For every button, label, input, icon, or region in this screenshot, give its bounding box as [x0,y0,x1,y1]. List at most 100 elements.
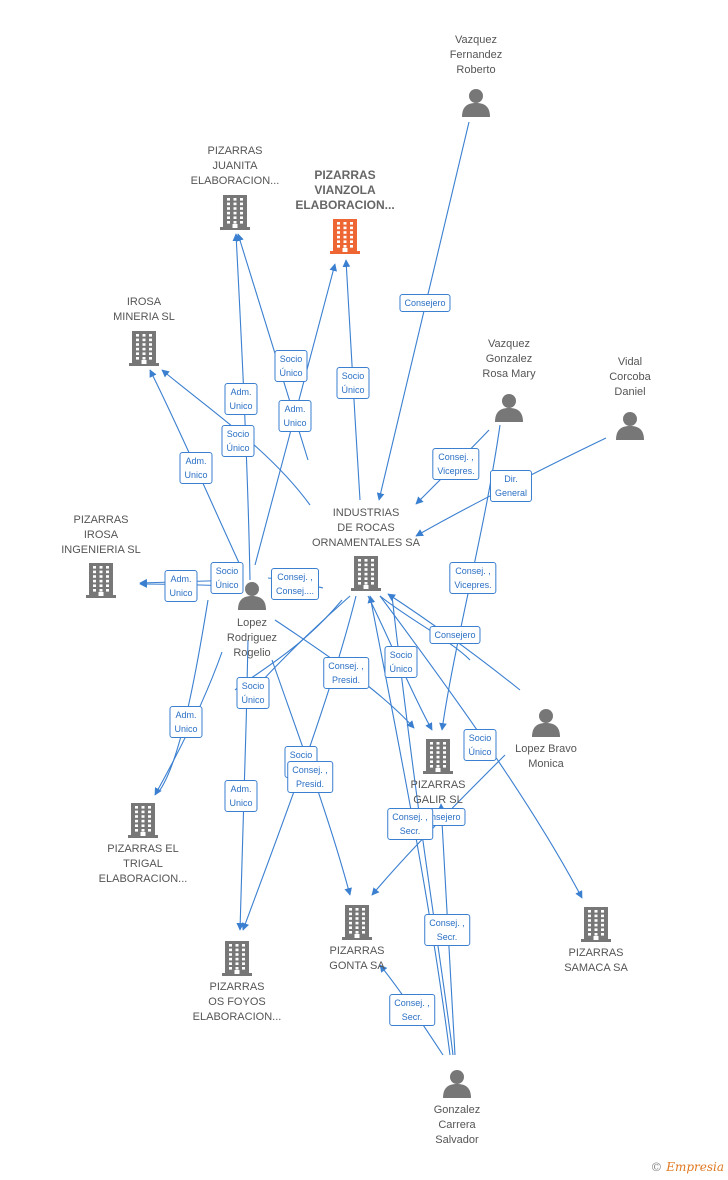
edge-label-line: Único [215,580,239,590]
node-label-line: IROSA [83,529,119,541]
edge-label-line: Socio [215,566,239,576]
node-label-line: INGENIERIA SL [61,544,141,556]
edge-label-line: Consej. , [277,572,313,582]
node-label-line: ELABORACION... [98,873,188,885]
building-icon[interactable] [129,330,159,371]
edge-label[interactable]: Dir.General [489,470,533,502]
edge-label[interactable]: Adm.Unico [278,400,312,432]
edge-label[interactable]: Adm.Unico [224,383,258,415]
person-icon[interactable] [615,410,645,445]
building-icon[interactable] [423,738,453,779]
relationship-edge [391,595,454,1056]
edge-label[interactable]: Consej. ,Presid. [287,761,333,793]
edge-label-line: Unico [184,470,208,480]
edge-label-line: Consej. , [328,661,364,671]
edge-label-line: Vicepres. [437,466,475,476]
node-label-line: Corcoba [609,371,651,383]
node-label-line: DE ROCAS [337,522,395,534]
edge-label[interactable]: Consejero [399,294,451,312]
building-icon[interactable] [86,562,116,603]
watermark: © Empresia [650,1160,724,1174]
node-label-line: Rosa Mary [482,368,536,380]
building-icon[interactable] [128,802,158,843]
node-label-line: PIZARRAS EL [107,843,179,855]
node-label-line: Rogelio [233,647,271,659]
person-icon[interactable] [237,580,267,615]
building-icon[interactable] [220,194,250,235]
edge-label-line: Único [468,747,492,757]
edge-label[interactable]: Adm. Unico [164,570,198,602]
node-label-line: Gonzalez [433,1104,481,1116]
edge-label-line: Consej. , [455,566,491,576]
building-icon[interactable] [342,904,372,945]
building-icon[interactable] [581,906,611,947]
node-label-line: ELABORACION... [190,175,280,187]
edge-label[interactable]: Consej. , Consej.... [270,568,320,600]
edge-label-line: Adm. [284,404,306,414]
node-label-line: PIZARRAS [314,168,376,182]
person-icon[interactable] [442,1068,472,1103]
edge-label[interactable]: Adm.Unico [224,780,258,812]
node-label-line: MINERIA SL [113,311,175,323]
edge-label[interactable]: Consej. ,Secr. [387,808,433,840]
node-label-line: GALIR SL [413,794,463,806]
edge-label-line: Unico [229,798,253,808]
edge-label-line: Consej. , [394,998,430,1008]
edge-label[interactable]: Consejero [429,626,481,644]
edge-label[interactable]: Consej. ,Secr. [424,914,470,946]
relationship-edge [379,595,471,661]
edge-label-line: Consej.... [275,586,315,596]
edge-label-line: Unico [169,588,193,598]
edge-label-line: Único [241,695,265,705]
edge-label-line: Unico [229,401,253,411]
edge-label-line: General [494,488,528,498]
edge-label[interactable]: Consej. ,Vicepres. [432,448,480,480]
node-label[interactable]: PIZARRAS EL TRIGAL ELABORACION... [73,842,213,887]
person-icon[interactable] [531,707,561,742]
person-icon[interactable] [494,392,524,427]
node-label-line: IROSA [126,296,162,308]
edge-label[interactable]: Consej. ,Presid. [323,657,369,689]
building-icon[interactable] [222,940,252,981]
edge-label[interactable]: Consej. ,Secr. [389,994,435,1026]
node-label[interactable]: IROSA MINERIA SL [74,295,214,325]
edge-label[interactable]: Consej. ,Vicepres. [449,562,497,594]
node-label-line: Vazquez [455,34,497,46]
edge-label[interactable]: Adm. Unico [179,452,213,484]
node-label-line: TRIGAL [123,858,163,870]
building-icon[interactable] [330,218,360,259]
edge-label-line: Adm. [170,574,192,584]
edge-label[interactable]: Adm.Unico [169,706,203,738]
edge-label-line: Socio [241,681,265,691]
edge-label-line: Único [279,368,303,378]
node-label-line: Lopez [237,617,267,629]
edge-label-line: Adm. [185,456,207,466]
node-label-line: PIZARRAS [568,947,624,959]
brand-logo-text: Empresia [666,1160,724,1174]
building-icon[interactable] [351,555,381,596]
edge-label-line: Consej. , [292,765,328,775]
person-icon[interactable] [461,87,491,122]
node-label-line: GONTA SA [329,960,385,972]
